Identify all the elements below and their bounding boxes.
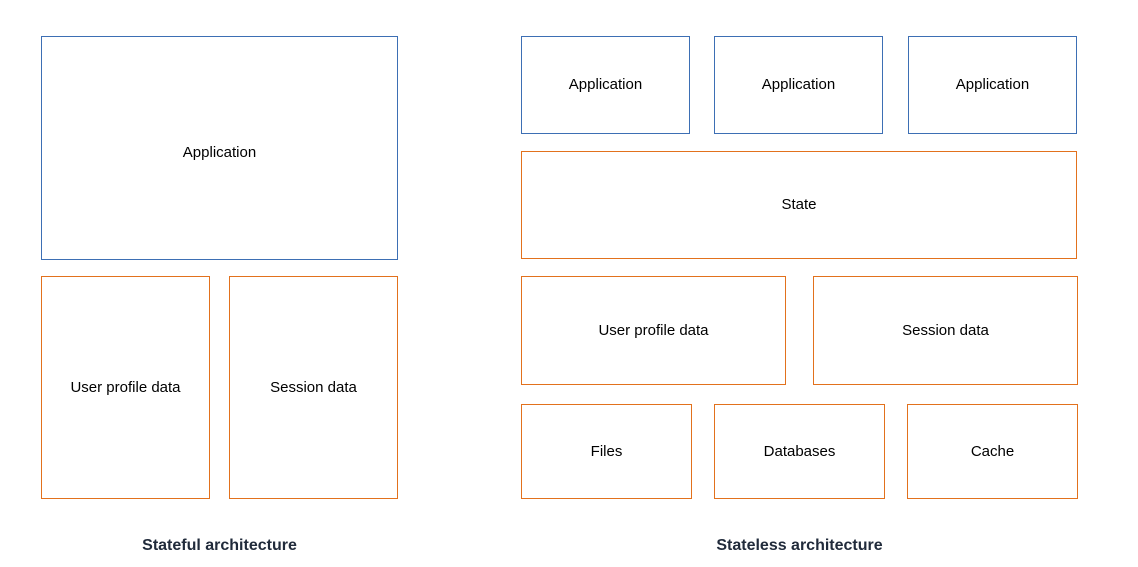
stateless-session-data-label: Session data (902, 321, 989, 339)
stateless-session-data-box[interactable]: Session data (813, 276, 1078, 385)
stateless-user-profile-data-box[interactable]: User profile data (521, 276, 786, 385)
stateless-user-profile-data-label: User profile data (598, 321, 709, 339)
stateful-application-box[interactable]: Application (41, 36, 398, 260)
stateless-cache-box[interactable]: Cache (907, 404, 1078, 499)
stateless-files-label: Files (590, 442, 623, 460)
stateless-application-box-3[interactable]: Application (908, 36, 1077, 134)
stateful-caption: Stateful architecture (142, 537, 297, 554)
stateless-application-label-1: Application (568, 76, 643, 93)
stateful-session-data-label: Session data (270, 378, 357, 396)
stateless-application-label-2: Application (761, 76, 836, 93)
stateless-files-box[interactable]: Files (521, 404, 692, 499)
stateless-state-label: State (781, 196, 817, 213)
stateless-databases-label: Databases (763, 442, 836, 460)
stateful-application-label: Application (182, 144, 257, 161)
stateless-cache-label: Cache (970, 442, 1015, 460)
stateless-application-box-2[interactable]: Application (714, 36, 883, 134)
stateful-session-data-box[interactable]: Session data (229, 276, 398, 499)
stateful-user-profile-data-label: User profile data (70, 378, 181, 396)
stateless-application-box-1[interactable]: Application (521, 36, 690, 134)
stateless-databases-box[interactable]: Databases (714, 404, 885, 499)
stateful-user-profile-data-box[interactable]: User profile data (41, 276, 210, 499)
stateless-application-label-3: Application (955, 76, 1030, 93)
stateless-caption: Stateless architecture (716, 537, 883, 554)
stateless-state-box[interactable]: State (521, 151, 1077, 259)
